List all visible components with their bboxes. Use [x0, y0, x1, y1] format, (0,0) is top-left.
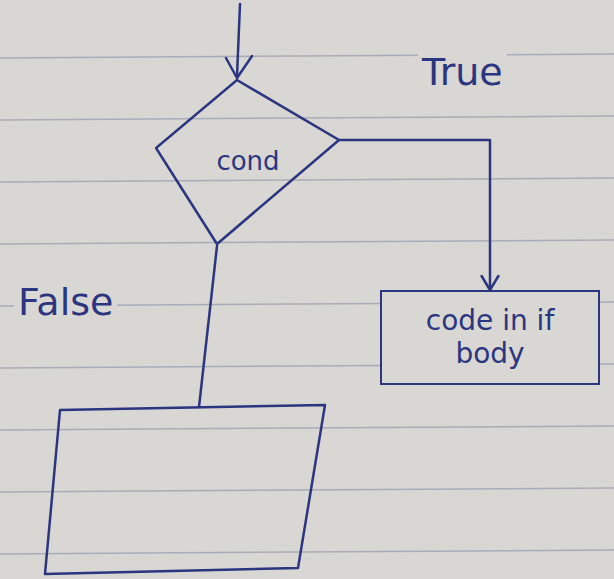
edge-label: True	[418, 52, 507, 94]
diamond-shape	[156, 80, 339, 244]
false-branch-line	[199, 246, 217, 407]
node-text: cond	[213, 147, 282, 177]
connector	[339, 140, 498, 290]
ruled-lines	[0, 54, 614, 554]
entry-arrowhead	[226, 56, 252, 78]
process-box: code in if body	[380, 290, 600, 385]
arrowhead	[482, 276, 499, 290]
node-text: code in if body	[407, 305, 573, 369]
decision-diamond: cond	[155, 78, 341, 246]
entry-arrow	[237, 4, 240, 76]
io-parallelogram	[45, 405, 325, 574]
branch-label: False	[14, 282, 117, 324]
connector-line	[339, 140, 490, 290]
